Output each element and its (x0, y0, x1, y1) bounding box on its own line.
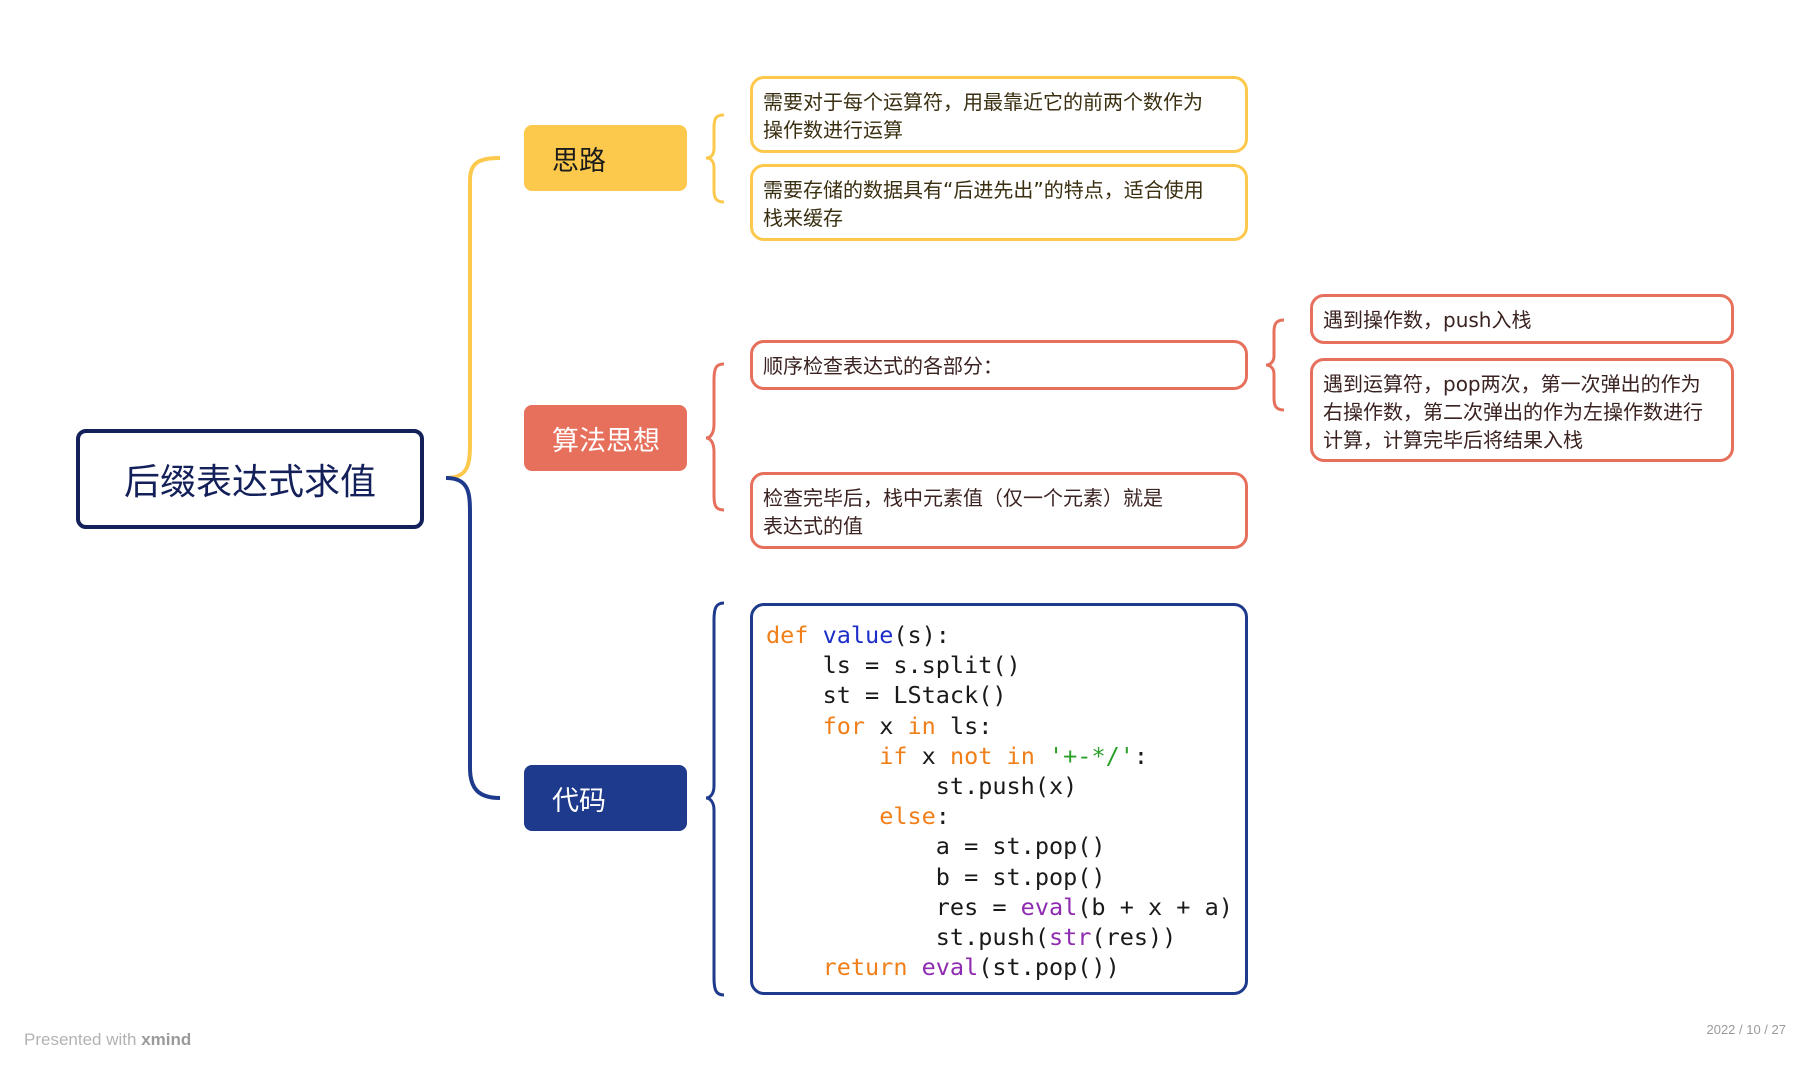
branch-silu[interactable]: 思路 (524, 125, 687, 191)
algo-step-2-line2: 表达式的值 (763, 514, 863, 538)
code-line: else: (879, 802, 950, 831)
child-operator-line1: 遇到运算符，pop两次，第一次弹出的作为 (1323, 372, 1701, 396)
branch-algorithm[interactable]: 算法思想 (524, 405, 687, 471)
algo-step-2-line1: 检查完毕后，栈中元素值（仅一个元素）就是 (763, 486, 1163, 510)
branch-silu-label: 思路 (552, 145, 606, 177)
date-label: 2022 / 10 / 27 (1706, 1022, 1786, 1037)
algo-step-2[interactable]: 检查完毕后，栈中元素值（仅一个元素）就是 表达式的值 (750, 472, 1248, 549)
code-line: if x not in '+-*/': (879, 741, 1149, 770)
branch-code[interactable]: 代码 (524, 765, 687, 831)
code-content: def value(s): ls = s.split() st = LStack… (766, 620, 1245, 982)
silu-item-2-line1: 需要存储的数据具有“后进先出”的特点，适合使用 (763, 178, 1204, 202)
root-topic[interactable]: 后缀表达式求值 (76, 429, 424, 529)
algo-step-1-text: 顺序检查表达式的各部分： (763, 354, 1003, 378)
xmind-logo: xmind (141, 1030, 192, 1049)
algo-step-1-child-operator[interactable]: 遇到运算符，pop两次，第一次弹出的作为 右操作数，第二次弹出的作为左操作数进行… (1310, 358, 1734, 462)
silu-item-2[interactable]: 需要存储的数据具有“后进先出”的特点，适合使用 栈来缓存 (750, 164, 1248, 241)
presented-with-xmind: Presented with xmind (24, 1030, 191, 1050)
code-line: ls = s.split() (766, 651, 1021, 680)
silu-item-2-line2: 栈来缓存 (763, 206, 843, 230)
code-line: st = LStack() (766, 681, 1007, 710)
code-block[interactable]: def value(s): ls = s.split() st = LStack… (750, 603, 1248, 995)
code-line: st.push(x) (766, 772, 1078, 801)
algo-step-1-child-operand[interactable]: 遇到操作数，push入栈 (1310, 294, 1734, 344)
code-line: b = st.pop() (766, 862, 1106, 891)
branch-algorithm-label: 算法思想 (552, 425, 660, 457)
code-line: res = eval(b + x + a) (766, 892, 1233, 921)
code-line: a = st.pop() (766, 832, 1106, 861)
silu-item-1-line1: 需要对于每个运算符，用最靠近它的前两个数作为 (763, 90, 1203, 114)
child-operand-text: 遇到操作数，push入栈 (1323, 308, 1532, 332)
child-operator-line3: 计算，计算完毕后将结果入栈 (1323, 428, 1583, 452)
silu-item-1-line2: 操作数进行运算 (763, 118, 903, 142)
child-operator-line2: 右操作数，第二次弹出的作为左操作数进行 (1323, 400, 1703, 424)
code-line: def value(s): (766, 621, 950, 649)
code-line: for x in ls: (822, 711, 993, 740)
branch-code-label: 代码 (552, 785, 606, 817)
code-line: return eval(st.pop()) (822, 953, 1120, 982)
presented-text: Presented with (24, 1030, 137, 1049)
code-line: st.push(str(res)) (766, 923, 1177, 952)
silu-item-1[interactable]: 需要对于每个运算符，用最靠近它的前两个数作为 操作数进行运算 (750, 76, 1248, 153)
root-topic-label: 后缀表达式求值 (123, 462, 376, 503)
algo-step-1[interactable]: 顺序检查表达式的各部分： (750, 340, 1248, 390)
